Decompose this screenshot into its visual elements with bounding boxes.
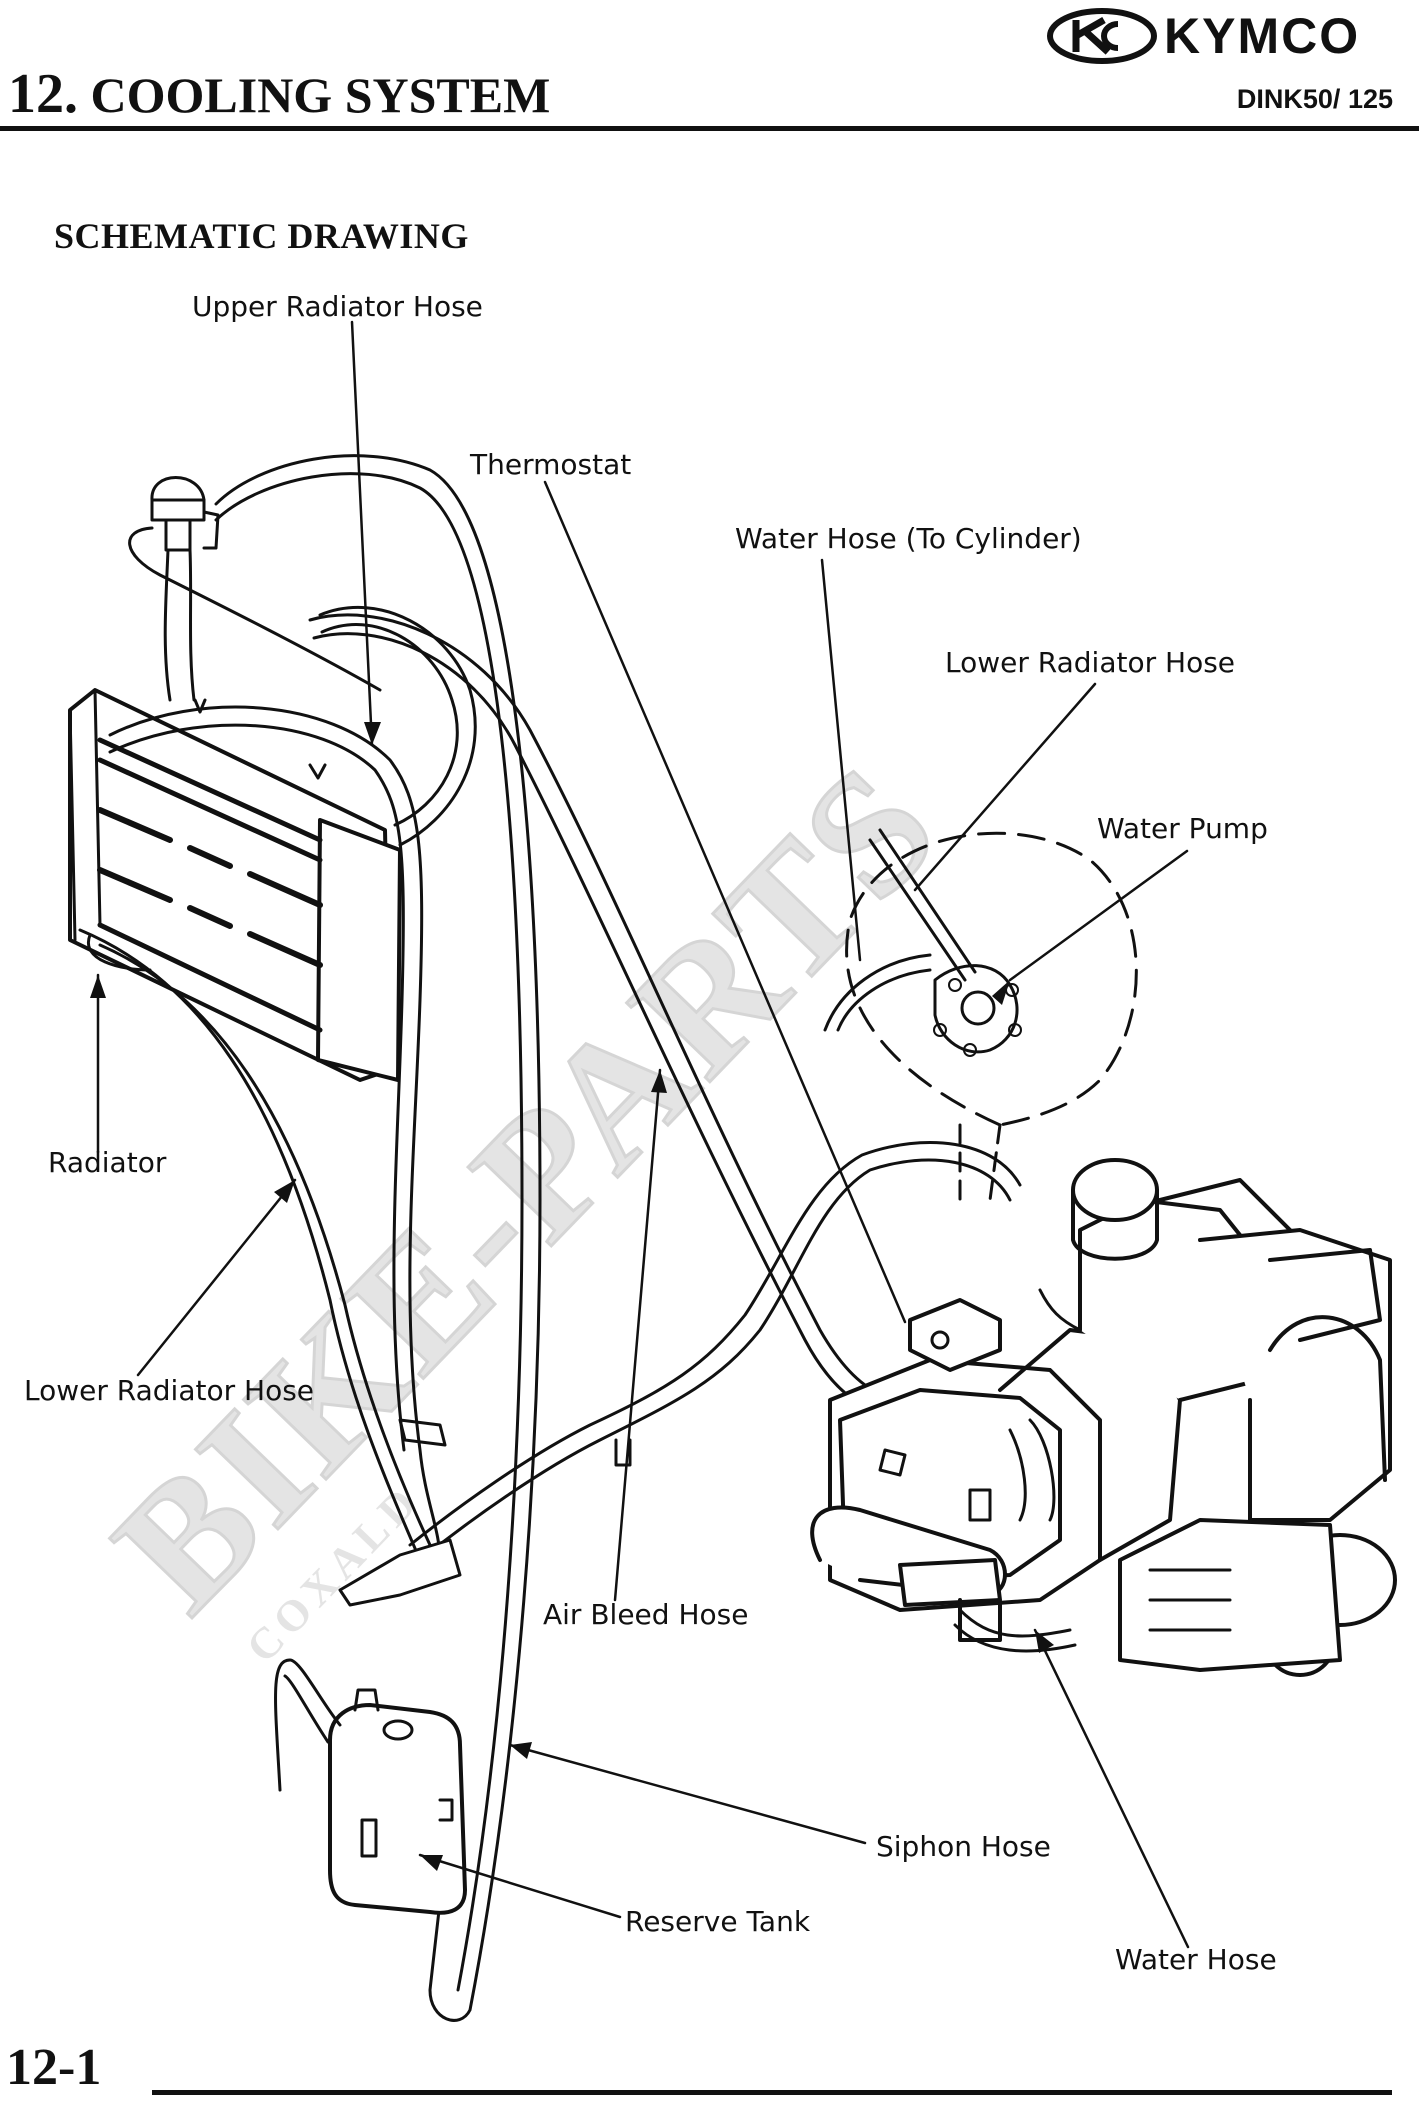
reserve-tank [274, 1658, 467, 1915]
brand-logo: KYMCO [1046, 6, 1398, 66]
label-thermostat: Thermostat [470, 448, 632, 481]
radiator [68, 688, 402, 1082]
water-pump-detail [823, 828, 1138, 1202]
kymco-emblem-icon [1047, 8, 1157, 64]
brand-name: KYMCO [1164, 8, 1361, 64]
chapter-heading: 12. COOLING SYSTEM [8, 62, 550, 126]
label-water-pump: Water Pump [1097, 812, 1268, 845]
leader-arrowheads [90, 722, 1054, 1871]
label-radiator: Radiator [48, 1146, 167, 1179]
chapter-title: COOLING SYSTEM [90, 67, 551, 123]
label-reserve-tank: Reserve Tank [625, 1905, 811, 1938]
leader-lines [96, 320, 1190, 1949]
header-rule [0, 126, 1419, 131]
chapter-number: 12. [8, 63, 78, 125]
label-siphon-hose: Siphon Hose [876, 1830, 1051, 1863]
footer-rule [152, 2090, 1392, 2095]
model-name: DINK50/ 125 [1236, 84, 1393, 114]
engine-assembly [810, 1158, 1397, 1677]
section-title: SCHEMATIC DRAWING [54, 216, 469, 256]
radiator-filler [128, 476, 382, 702]
label-water-hose-to-cylinder: Water Hose (To Cylinder) [735, 522, 1082, 555]
label-lower-radiator-hose-left: Lower Radiator Hose [24, 1374, 315, 1407]
label-lower-radiator-hose-right: Lower Radiator Hose [945, 646, 1236, 679]
label-water-hose: Water Hose [1115, 1943, 1277, 1976]
label-air-bleed-hose: Air Bleed Hose [543, 1598, 749, 1631]
page-number: 12-1 [6, 2039, 102, 2096]
label-upper-radiator-hose: Upper Radiator Hose [192, 290, 483, 323]
